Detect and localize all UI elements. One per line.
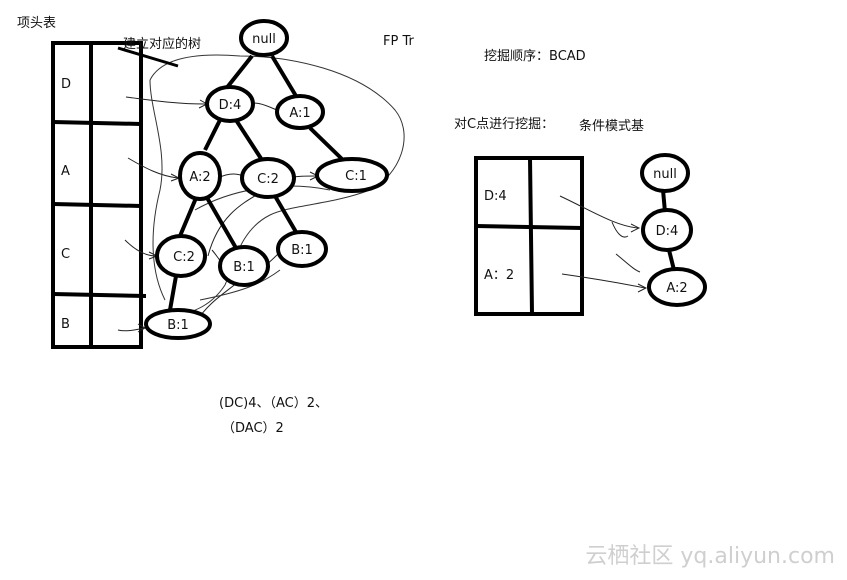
arrowhead <box>637 283 648 293</box>
node-a2: A:2 <box>178 151 222 201</box>
build-tree-pointer <box>117 46 179 68</box>
node-null: null <box>239 19 289 57</box>
node-null-label: null <box>252 32 276 47</box>
cond-node-d4: D:4 <box>641 208 693 252</box>
header-row-c: C <box>61 247 71 262</box>
fp-tree-nodes: null D:4 A:1 A:2 C:2 C:1 C:2 B:1 <box>144 19 389 340</box>
cond-link-extra <box>615 253 641 273</box>
node-b1c-label: B:1 <box>167 318 189 333</box>
edge-root-a1 <box>270 54 298 98</box>
arrowhead <box>630 223 641 233</box>
node-b1b: B:1 <box>276 230 328 268</box>
node-b1c: B:1 <box>144 308 212 340</box>
cond-link-a <box>561 273 646 289</box>
node-b1a-label: B:1 <box>233 260 255 275</box>
node-a2-label: A:2 <box>189 170 210 185</box>
mining-order: 挖掘顺序：BCAD <box>484 49 586 64</box>
node-b1b-label: B:1 <box>291 243 313 258</box>
edge-a2-b1a <box>204 195 238 249</box>
cond-row-d: D:4 <box>484 189 507 204</box>
header-row-b: B <box>61 317 70 332</box>
node-d4: D:4 <box>205 85 255 123</box>
conditional-table <box>474 156 584 316</box>
cond-link-extra <box>611 221 629 238</box>
cond-table-frame <box>474 156 584 316</box>
cond-node-a2: A:2 <box>647 267 707 307</box>
cond-tree-nodes: null D:4 A:2 <box>640 153 707 307</box>
node-c2b: C:2 <box>155 234 207 278</box>
header-row-a: A <box>61 164 70 179</box>
header-table <box>51 41 147 349</box>
node-b1a: B:1 <box>218 245 270 287</box>
cond-node-d4-label: D:4 <box>656 224 679 239</box>
cond-link-d <box>559 195 639 229</box>
header-table-row-line <box>52 292 147 298</box>
node-a1-label: A:1 <box>289 106 310 121</box>
fp-tree-title: FP Tr <box>383 34 414 49</box>
header-table-title: 项头表 <box>17 16 57 31</box>
cond-node-a2-label: A:2 <box>666 281 687 296</box>
header-row-d: D <box>61 77 72 92</box>
header-table-row-line <box>52 202 142 208</box>
node-a1: A:1 <box>275 94 325 130</box>
header-table-row-line <box>52 120 142 126</box>
header-table-frame <box>51 41 143 349</box>
result-line-2: （DAC）2 <box>222 421 284 436</box>
edge-d4-a2 <box>203 119 222 151</box>
node-c2b-label: C:2 <box>173 250 195 265</box>
cond-row-a: A：2 <box>484 268 515 283</box>
mine-c-label: 对C点进行挖掘： <box>454 117 555 132</box>
watermark: 云栖社区 yq.aliyun.com <box>585 544 835 569</box>
node-d4-label: D:4 <box>219 98 242 113</box>
edge-c2b-b1c <box>168 275 178 311</box>
link-d-arrow <box>125 96 206 105</box>
edge-c2a-b1b <box>273 194 298 234</box>
conditional-base-label: 条件模式基 <box>579 119 645 134</box>
cond-node-null-label: null <box>653 167 677 182</box>
edge-d4-c2a <box>234 118 264 162</box>
cond-table-divider <box>528 157 534 315</box>
cond-links <box>559 195 648 293</box>
node-c1: C:1 <box>315 157 389 193</box>
cond-node-null: null <box>640 153 690 193</box>
result-line-1: (DC)4、（AC）2、 <box>219 396 329 411</box>
edge-a1-c1 <box>308 126 345 162</box>
link-a-arrow <box>127 157 179 179</box>
fp-tree-edges <box>168 54 345 311</box>
edge-root-d4 <box>223 54 254 92</box>
edge-a2-c2b <box>178 197 198 237</box>
link-b-arrow <box>117 327 145 332</box>
node-c2a: C:2 <box>240 157 296 199</box>
build-tree-note: 建立对应的树 <box>123 37 202 52</box>
edge-cd4-ca2 <box>667 249 676 271</box>
node-c1-label: C:1 <box>345 169 367 184</box>
node-c2a-label: C:2 <box>257 172 279 187</box>
cond-table-row-line <box>475 224 583 230</box>
